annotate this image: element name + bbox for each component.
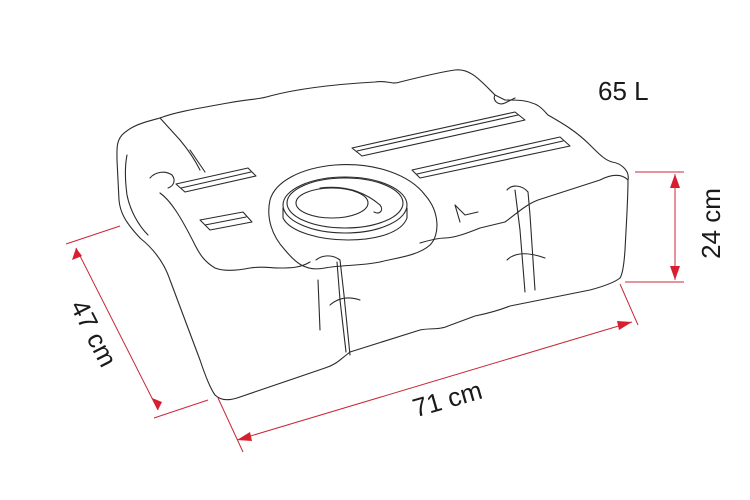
dimension-height (625, 171, 684, 283)
height-dimension-label: 24 cm (695, 188, 726, 259)
dimension-width (217, 283, 639, 453)
dimension-depth (65, 225, 209, 419)
filler-cap (268, 164, 438, 270)
top-ribs (175, 111, 571, 231)
strap-channels (315, 185, 546, 356)
tank-outline (116, 69, 629, 401)
capacity-label: 65 L (598, 76, 649, 106)
